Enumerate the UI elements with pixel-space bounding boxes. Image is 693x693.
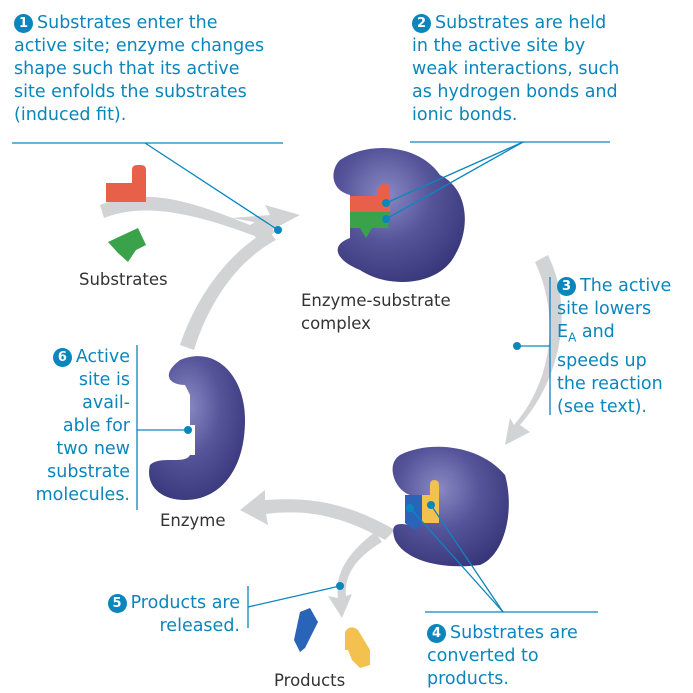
step-6-line: able for [62,416,130,436]
step-1-line: Substrates enter the [37,13,218,33]
substrate-red-shape [106,165,146,202]
step-6-line: two new [56,439,130,459]
arrow-cycle-bottom-left [240,490,395,540]
step-2-line: as hydrogen bonds and [412,82,618,102]
arrow-into-complex [232,205,300,232]
step-5-line: released. [159,616,241,636]
step-3-line: and [576,322,615,342]
step-2-line: Substrates are held [435,13,607,33]
product-yellow-shape [345,627,370,668]
step-5-number-badge: 5 [107,594,127,613]
substrates-label: Substrates [79,270,168,289]
step-3-line: (see text). [557,396,647,417]
step-1-line: active site; enzyme changes [14,36,265,56]
step-3-line: The active [580,276,672,296]
complex-label-line1: Enzyme-substrate [301,291,451,310]
step-2-line: in the active site by [412,36,586,56]
step-2-number-badge: 2 [412,14,431,33]
step-4-line: products. [427,669,509,689]
step-6-line: Active [75,347,130,367]
step-3-line: the reaction [557,373,663,394]
arrow-cycle-right-down [505,255,562,445]
step-5-line: Products are [130,593,240,613]
enzyme-label: Enzyme [160,511,226,530]
step-3-line: speeds up [557,350,647,371]
products-label: Products [274,671,346,690]
substrate-green-shape [108,228,146,262]
complex-label-line2: complex [301,314,371,333]
step-1-line: shape such that its active [14,59,240,79]
step-1-line: (induced fit). [14,105,127,125]
step-1-number-badge: 1 [14,14,33,33]
enzyme-substrate-complex [333,148,465,282]
activation-energy-subscript: A [568,330,577,345]
callout-lines [12,141,610,628]
step-1-line: site enfolds the substrates [14,82,247,102]
step-2-line: weak interactions, such [412,59,620,79]
arrow-cycle-left-up [180,230,276,350]
step-6-number-badge: 6 [52,348,72,367]
step-6-line: avail- [82,393,130,413]
step-4-line: Substrates are [450,623,578,643]
step-6-line: substrate [47,462,130,482]
callout-dots [184,199,521,590]
step-6-line: molecules. [35,485,130,505]
step-6-line: site is [78,370,130,390]
step-4-line: converted to [427,646,539,666]
step-3-line: site lowers [557,299,652,319]
step-2-line: ionic bonds. [412,105,518,125]
product-blue-shape [294,608,318,652]
arrow-substrates-entering [100,196,275,244]
enzyme-shape [149,356,245,500]
step-4-number-badge: 4 [427,624,446,643]
arrow-products-release [328,532,382,618]
activation-energy-symbol: E [557,322,569,342]
step-3-number-badge: 3 [557,277,576,296]
